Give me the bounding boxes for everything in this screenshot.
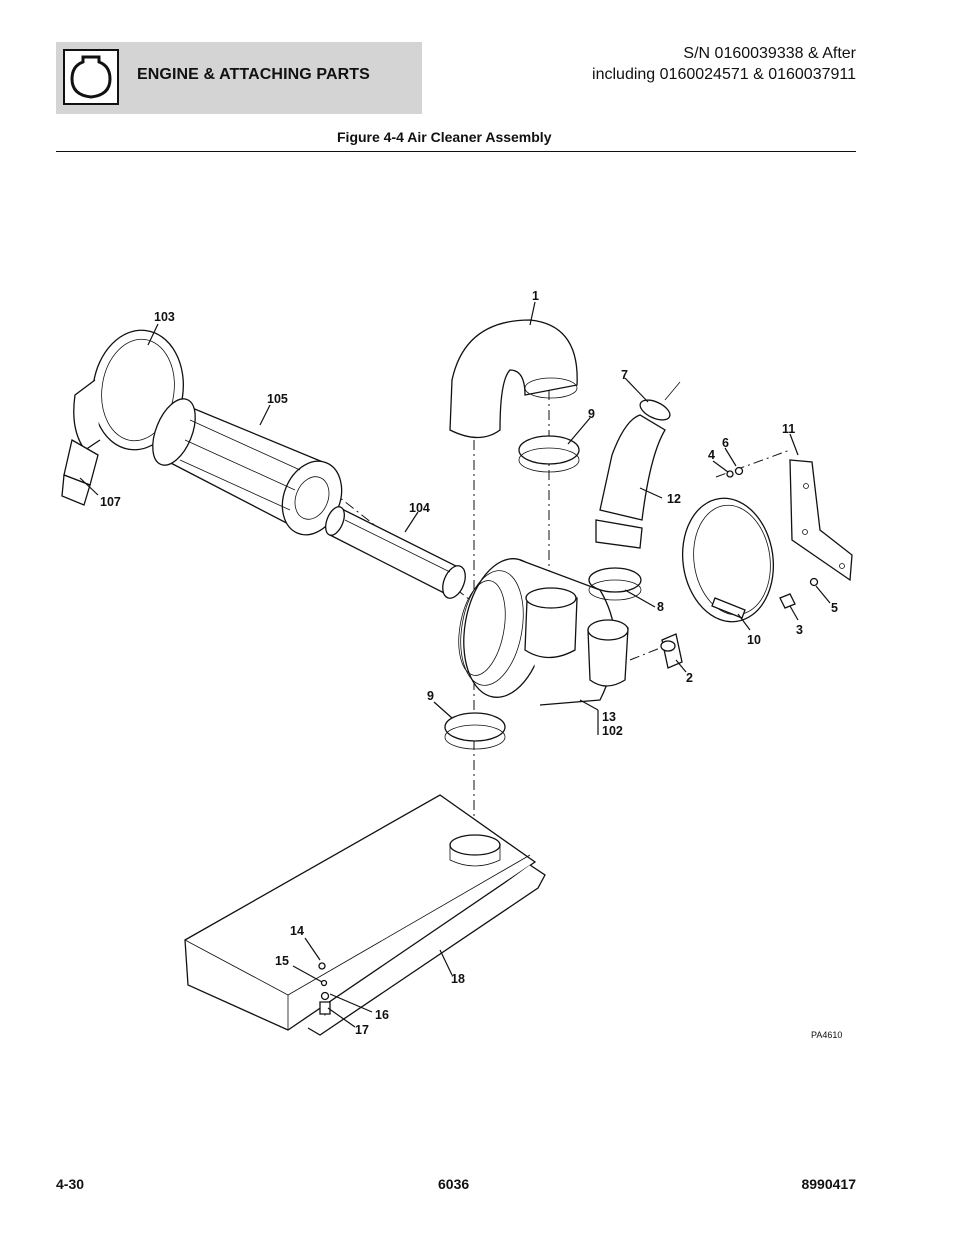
model-number: 6036 [438, 1176, 470, 1192]
callout-16: 16 [375, 1008, 389, 1022]
header-rule [56, 151, 856, 152]
serial-line-2: including 0160024571 & 0160037911 [592, 66, 856, 83]
part-7-rain-cap [639, 381, 681, 421]
callout-6: 6 [722, 436, 729, 450]
callout-104: 104 [409, 501, 430, 515]
drawing-code: PA4610 [811, 1030, 842, 1040]
callout-18: 18 [451, 972, 465, 986]
part-13-air-cleaner-housing [458, 558, 629, 706]
callout-103: 103 [154, 310, 175, 324]
callout-4: 4 [708, 448, 715, 462]
manual-number: 8990417 [801, 1176, 856, 1192]
hardware-bolt-3-washer-5-nut-4-washer-6 [726, 466, 819, 609]
callout-1: 1 [532, 289, 539, 303]
callout-107: 107 [100, 495, 121, 509]
part-9-clamp-lower [444, 712, 506, 750]
part-10-mounting-band [681, 497, 775, 623]
callout-17: 17 [355, 1023, 369, 1037]
part-105-primary-filter [152, 398, 343, 536]
part-8-clamp [588, 567, 642, 601]
section-title: ENGINE & ATTACHING PARTS [137, 66, 370, 83]
part-9-clamp-upper [518, 435, 580, 473]
callout-13: 13 [602, 710, 616, 724]
callout-7: 7 [621, 368, 628, 382]
callout-12: 12 [667, 492, 681, 506]
callout-15: 15 [275, 954, 289, 968]
callout-9-upper: 9 [588, 407, 595, 421]
callout-105: 105 [267, 392, 288, 406]
callout-14: 14 [290, 924, 304, 938]
engine-section-icon [63, 49, 119, 105]
part-107-vacuator-valve [61, 438, 99, 506]
callout-102: 102 [602, 724, 623, 738]
serial-line-1: S/N 0160039338 & After [683, 45, 856, 62]
hardware-14-17-fasteners [318, 962, 331, 1015]
part-18-intake-duct [184, 794, 546, 1036]
part-12-inlet-hose [595, 414, 666, 549]
callout-3: 3 [796, 623, 803, 637]
serial-range: S/N 0160039338 & After including 0160024… [592, 43, 856, 85]
page-number: 4-30 [56, 1176, 85, 1192]
figure-title: Figure 4-4 Air Cleaner Assembly [337, 129, 552, 145]
callout-9-lower: 9 [427, 689, 434, 703]
part-11-mounting-bracket [789, 459, 853, 582]
callout-8: 8 [657, 600, 664, 614]
callout-2: 2 [686, 671, 693, 685]
part-2-spacer [660, 633, 683, 669]
part-104-safety-filter [325, 506, 466, 599]
callout-5: 5 [831, 601, 838, 615]
callout-11: 11 [782, 422, 795, 436]
callout-10: 10 [747, 633, 761, 647]
part-1-elbow-hose [449, 319, 578, 439]
